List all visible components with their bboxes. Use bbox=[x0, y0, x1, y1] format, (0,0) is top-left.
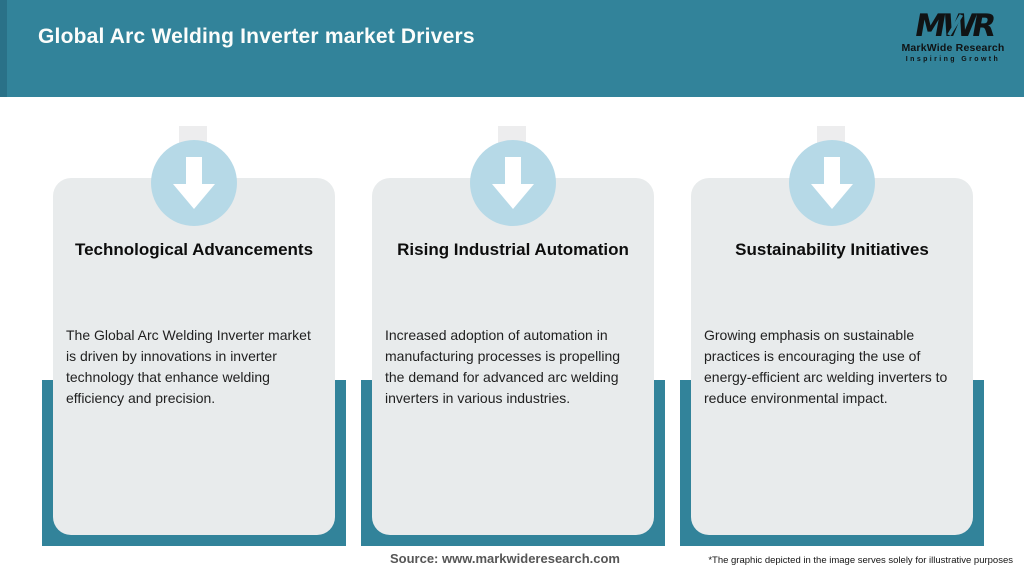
page-title: Global Arc Welding Inverter market Drive… bbox=[38, 25, 475, 48]
down-arrow-circle bbox=[151, 140, 237, 226]
down-arrow-icon bbox=[492, 157, 534, 209]
logo-name: MarkWide Research bbox=[901, 42, 1005, 54]
card-body: Growing emphasis on sustainable practice… bbox=[704, 327, 948, 406]
card-title: Technological Advancements bbox=[74, 240, 314, 259]
arrow-stub bbox=[179, 126, 207, 144]
driver-card: Rising Industrial Automation Increased a… bbox=[372, 178, 654, 535]
logo-tagline: Inspiring Growth bbox=[905, 56, 1001, 63]
logo-monogram: MWR bbox=[911, 8, 994, 44]
down-arrow-icon bbox=[173, 157, 215, 209]
header-left-shade bbox=[0, 0, 7, 97]
down-arrow-circle bbox=[789, 140, 875, 226]
arrow-stub bbox=[498, 126, 526, 144]
card-body: The Global Arc Welding Inverter market i… bbox=[66, 327, 311, 406]
brand-logo: MWR MarkWide Research Inspiring Growth bbox=[894, 8, 1012, 64]
down-arrow-circle bbox=[470, 140, 556, 226]
card-title: Sustainability Initiatives bbox=[735, 240, 929, 259]
down-arrow-icon bbox=[811, 157, 853, 209]
driver-card: Technological Advancements The Global Ar… bbox=[53, 178, 335, 535]
arrow-stub bbox=[817, 126, 845, 144]
header-bar: Global Arc Welding Inverter market Drive… bbox=[0, 0, 1024, 97]
driver-card: Sustainability Initiatives Growing empha… bbox=[691, 178, 973, 535]
disclaimer-text: *The graphic depicted in the image serve… bbox=[708, 555, 1013, 566]
card-title: Rising Industrial Automation bbox=[397, 240, 629, 259]
card-body: Increased adoption of automation in manu… bbox=[385, 327, 621, 406]
source-text: Source: www.markwideresearch.com bbox=[389, 551, 620, 566]
